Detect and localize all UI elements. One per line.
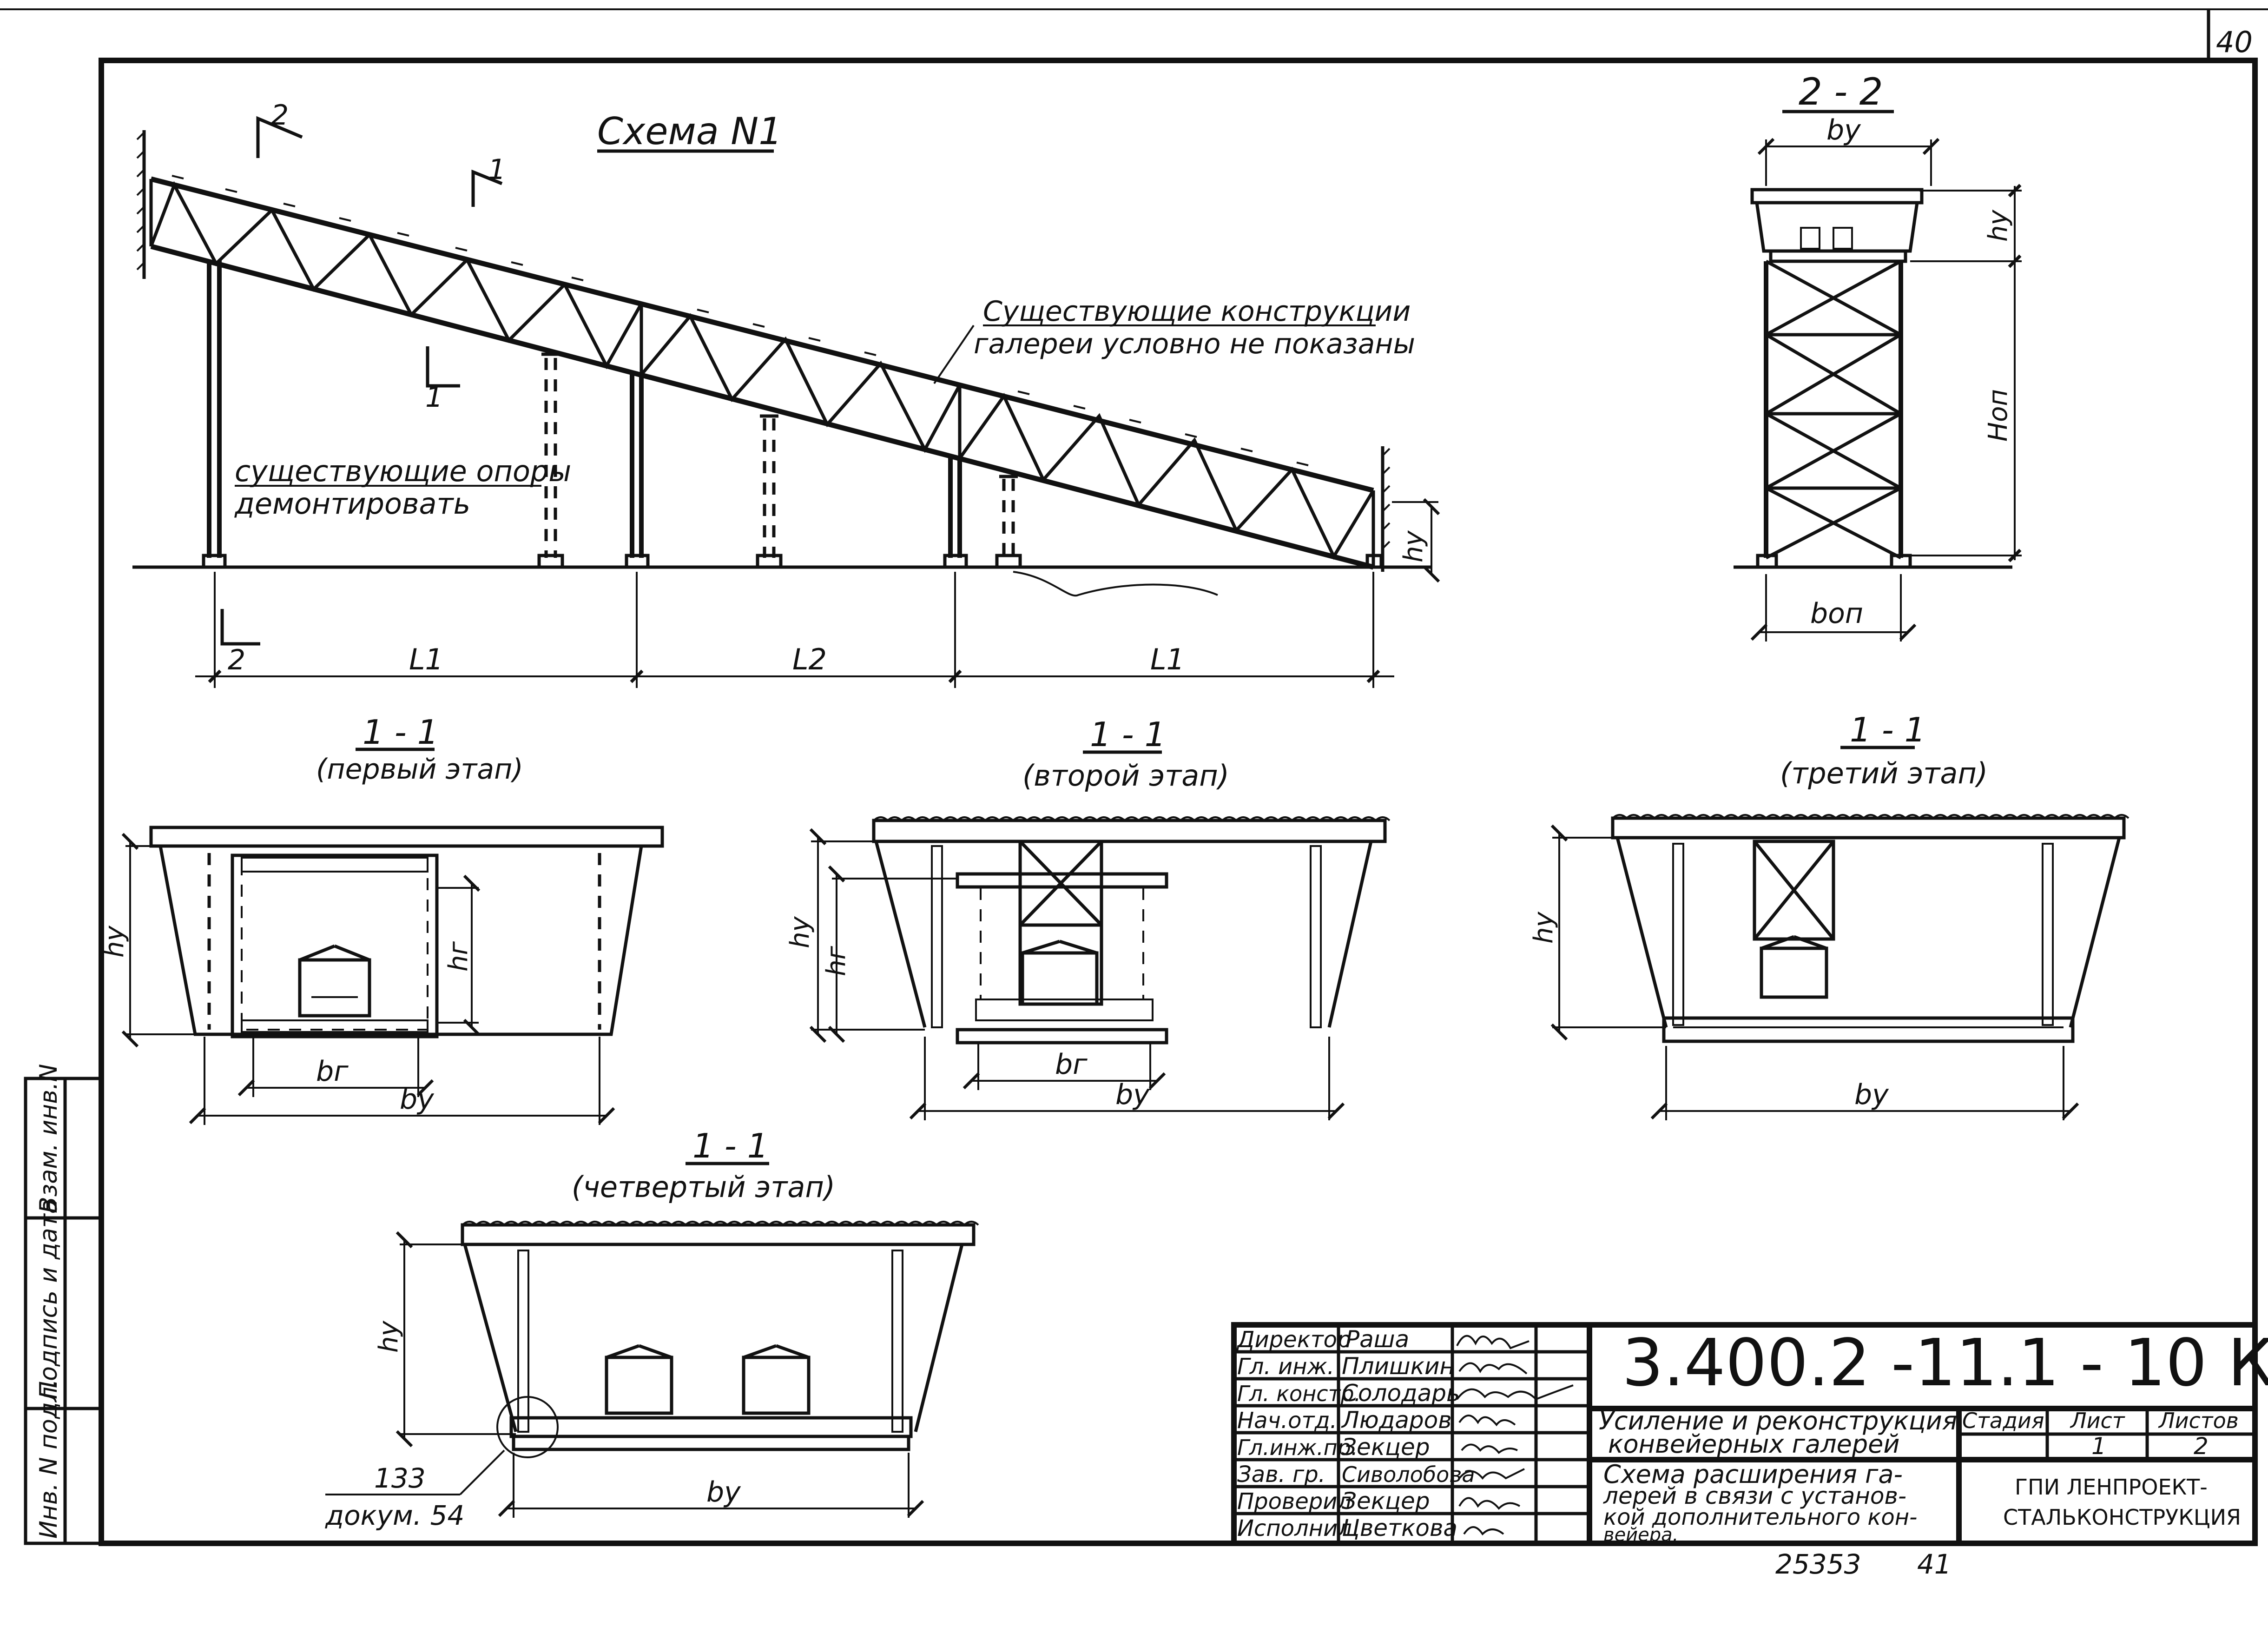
stage-4-title: 1 - 1	[692, 1126, 768, 1165]
tb-col-stage: Стадия	[1962, 1408, 2044, 1433]
stage-1-section: 1 - 1 (первый этап) hу hг bг bу	[99, 713, 664, 1125]
tb-org-2: СТАЛЬКОНСТРУКЦИЯ	[2003, 1505, 2241, 1530]
scheme-n1: Схема N1	[132, 99, 1440, 688]
section-2-2-dim-bottom: bоп	[1810, 597, 1863, 630]
stage-1-dim-by: bу	[400, 1083, 435, 1116]
stage-3-section: 1 - 1 (третий этап) hу bу	[1529, 710, 2130, 1120]
tb-name-6: Зекцер	[1342, 1488, 1430, 1515]
side-stamp: Инв. N подл. Подпись и дата Взам. инв.N	[24, 1064, 103, 1545]
tb-role-6: Проверил	[1237, 1488, 1352, 1515]
stage-2-dim-hg: hг	[821, 946, 851, 976]
stage-4-callout-num: 133	[374, 1462, 426, 1494]
label-existing-galleries-2: галереи условно не показаны	[974, 328, 1415, 360]
stage-1-dim-bg: bг	[316, 1055, 349, 1088]
section-2-2-dim-hop: Hоп	[1983, 389, 2013, 442]
section-marker-2-top: 2	[271, 99, 289, 132]
stamp-inv-number: Инв. N подл.	[35, 1379, 63, 1539]
tb-name-3: Людаров	[1341, 1407, 1452, 1434]
stage-4-section: 1 - 1 (четвертый этап) hу bу 133 докум. …	[325, 1126, 979, 1531]
stamp-replace-inv: Взам. инв.N	[35, 1064, 63, 1213]
tb-sheet-title-1: Схема расширения га-	[1603, 1460, 1903, 1489]
label-existing-galleries-1: Существующие конструкции	[983, 295, 1411, 328]
tb-project-title-1: Усиление и реконструкция	[1599, 1406, 1957, 1435]
scheme-title: Схема N1	[597, 110, 782, 153]
stage-1-dim-hg: hг	[443, 941, 474, 972]
tb-role-4: Гл.инж.пр.	[1237, 1435, 1358, 1460]
bottom-note-page: 41	[1917, 1548, 1952, 1580]
tb-name-5: Сиволобова	[1342, 1462, 1475, 1487]
sheet-frame	[0, 8, 2268, 1546]
sheet-number: 40	[2216, 25, 2253, 59]
stage-2-section: 1 - 1 (второй этап) hу hг bг	[785, 715, 1391, 1120]
label-existing-supports-2: демонтировать	[234, 487, 470, 521]
scheme-dim-L1-right: L1	[1150, 642, 1185, 676]
tb-val-sheet: 1	[2091, 1433, 2106, 1460]
tb-role-5: Зав. гр.	[1237, 1462, 1325, 1488]
label-existing-supports-1: существующие опоры	[235, 454, 571, 488]
tb-role-1: Гл. инж.	[1237, 1354, 1334, 1380]
stamp-signature-date: Подпись и дата	[35, 1199, 63, 1399]
scheme-dim-L2: L2	[792, 642, 827, 676]
tb-col-sheets: Листов	[2158, 1408, 2239, 1433]
stage-2-dim-by: bу	[1115, 1078, 1150, 1111]
stage-4-subtitle: (четвертый этап)	[572, 1170, 835, 1204]
tb-sheet-title-2: лерей в связи с установ-	[1603, 1482, 1906, 1509]
section-2-2-dim-top: bу	[1826, 114, 1861, 146]
tb-val-sheets: 2	[2194, 1433, 2209, 1460]
tb-name-7: Цветкова	[1342, 1515, 1457, 1541]
scheme-dim-L1-left: L1	[409, 642, 443, 676]
section-marker-2-bottom: 2	[228, 644, 245, 676]
stage-1-title: 1 - 1	[363, 713, 438, 752]
stage-4-dim-by: bу	[706, 1476, 741, 1508]
stage-2-subtitle: (второй этап)	[1022, 759, 1229, 793]
stage-4-dim-hy: hу	[374, 1321, 404, 1353]
stage-3-title: 1 - 1	[1850, 710, 1925, 749]
stage-1-dim-hy: hу	[99, 926, 130, 958]
section-2-2: 2 - 2 bу	[1734, 70, 2022, 642]
stage-3-subtitle: (третий этап)	[1780, 756, 1988, 790]
section-marker-1-top: 1	[488, 153, 506, 186]
stage-3-dim-by: bу	[1854, 1078, 1889, 1111]
stage-2-dim-hy: hу	[785, 916, 815, 948]
tb-role-3: Нач.отд.	[1237, 1408, 1337, 1434]
tb-document-code: 3.400.2 -11.1 - 10 КМ	[1622, 1325, 2268, 1401]
tb-sheet-title-3: кой дополнительного кон-	[1603, 1504, 1918, 1530]
stage-2-dim-bg: bг	[1055, 1048, 1088, 1081]
tb-name-2: Солодарь	[1342, 1380, 1460, 1407]
stage-4-callout-doc: докум. 54	[325, 1500, 464, 1531]
stage-3-dim-hy: hу	[1529, 912, 1559, 944]
tb-sheet-title-4: вейера.	[1603, 1524, 1678, 1546]
section-2-2-title: 2 - 2	[1799, 70, 1883, 113]
section-marker-1-bottom: 1	[425, 381, 443, 414]
stage-1-subtitle: (первый этап)	[316, 753, 523, 786]
title-block: Директор Гл. инж. Гл. констр. Нач.отд. Г…	[1231, 1322, 2268, 1546]
tb-col-sheet: Лист	[2070, 1408, 2125, 1433]
stage-2-title: 1 - 1	[1090, 715, 1166, 754]
bottom-note-archive: 25353	[1775, 1548, 1861, 1580]
tb-role-2: Гл. констр.	[1237, 1381, 1361, 1406]
scheme-dim-hy: hу	[1398, 530, 1429, 562]
tb-project-title-2: конвейерных галерей	[1608, 1429, 1899, 1459]
tb-name-1: Плишкин	[1342, 1353, 1455, 1380]
tb-name-4: Зекцер	[1342, 1434, 1430, 1461]
section-2-2-dim-hy: hу	[1983, 210, 2013, 242]
tb-org-1: ГПИ ЛЕНПРОЕКТ-	[2015, 1475, 2208, 1500]
tb-role-7: Исполнил	[1237, 1515, 1352, 1541]
tb-name-0: Раша	[1345, 1326, 1409, 1353]
tb-role-0: Директор	[1236, 1327, 1351, 1353]
